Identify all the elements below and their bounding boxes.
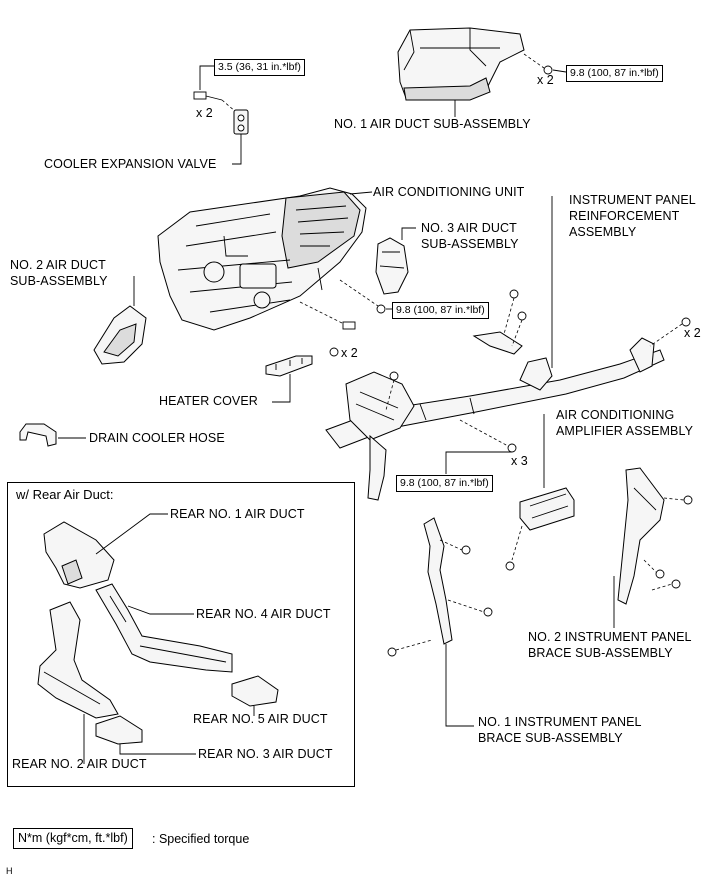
air-conditioning-unit-part	[157, 187, 367, 331]
rear-no5-duct-label: REAR NO. 5 AIR DUCT	[193, 712, 328, 726]
no1-brace-bolt-2	[483, 607, 493, 617]
ac-unit-leader	[349, 191, 373, 195]
no2-air-duct-part	[93, 305, 147, 365]
no1-air-duct-label: NO. 1 AIR DUCT SUB-ASSEMBLY	[334, 117, 531, 131]
torque-reinforcement: 9.8 (100, 87 in.*lbf)	[396, 475, 493, 492]
reinforcement-bolt-3	[681, 317, 691, 327]
no2-brace-bolt-3	[671, 579, 681, 589]
torque-no1-duct: 9.8 (100, 87 in.*lbf)	[566, 65, 663, 82]
no2-ip-brace-part	[617, 467, 665, 605]
no1-ip-brace-part	[423, 517, 453, 645]
qty-duct-bolts: x 2	[537, 73, 554, 87]
expansion-valve-part	[233, 109, 249, 135]
no2-air-duct-label-1: NO. 2 AIR DUCT	[10, 258, 106, 272]
reinforcement-bolt-4	[389, 371, 399, 381]
heater-cover-label: HEATER COVER	[159, 394, 258, 408]
ip-reinforcement-part	[325, 331, 665, 501]
qty-heater-clips: x 2	[341, 346, 358, 360]
ac-amplifier-label-2: AMPLIFIER ASSEMBLY	[556, 424, 694, 438]
drain-cooler-hose-part	[19, 423, 57, 447]
cooler-expansion-valve-label: COOLER EXPANSION VALVE	[44, 157, 217, 171]
no1-brace-bolt-3	[387, 647, 397, 657]
ac-amplifier-label-1: AIR CONDITIONING	[556, 408, 675, 422]
drain-cooler-hose-label: DRAIN COOLER HOSE	[89, 431, 225, 445]
legend-torque-box: N*m (kgf*cm, ft.*lbf)	[13, 828, 133, 849]
rear-no2-duct-part	[37, 601, 119, 719]
no3-air-duct-part	[375, 237, 409, 295]
no3-air-duct-label-1: NO. 3 AIR DUCT	[421, 221, 517, 235]
no3-duct-leader	[401, 227, 416, 240]
ac-unit-bolt-1	[376, 304, 386, 314]
no1-ip-brace-label-1: NO. 1 INSTRUMENT PANEL	[478, 715, 642, 729]
no1-air-duct-part	[397, 27, 525, 101]
no1-brace-bolt-1	[461, 545, 471, 555]
no2-brace-bolt-1	[683, 495, 693, 505]
rear-no4-duct-part	[95, 583, 233, 673]
rear-no3-duct-part	[95, 715, 143, 745]
inset-title: w/ Rear Air Duct:	[16, 487, 114, 502]
rear-no1-duct-part	[43, 521, 115, 589]
ip-reinforcement-label-3: ASSEMBLY	[569, 225, 637, 239]
ip-reinforcement-label-2: REINFORCEMENT	[569, 209, 680, 223]
corner-code: H	[6, 866, 13, 876]
no2-brace-bolt-2	[655, 569, 665, 579]
rear-no3-duct-label: REAR NO. 3 AIR DUCT	[198, 747, 333, 761]
rear-air-duct-inset	[7, 482, 355, 787]
rear-no1-duct-label: REAR NO. 1 AIR DUCT	[170, 507, 305, 521]
qty-right-bolts: x 2	[684, 326, 701, 340]
amplifier-bolt	[505, 561, 515, 571]
torque-expansion-valve: 3.5 (36, 31 in.*lbf)	[214, 59, 305, 76]
expansion-valve-bolt	[193, 91, 223, 101]
no3-air-duct-label-2: SUB-ASSEMBLY	[421, 237, 519, 251]
rear-no5-duct-part	[231, 675, 279, 707]
reinforcement-bolt-1	[509, 289, 519, 299]
ac-amplifier-part	[519, 487, 575, 531]
legend-torque-text: : Specified torque	[152, 832, 250, 846]
no2-air-duct-label-2: SUB-ASSEMBLY	[10, 274, 108, 288]
ac-unit-bolt-2	[342, 321, 356, 330]
rear-no4-duct-label: REAR NO. 4 AIR DUCT	[196, 607, 331, 621]
heater-clip	[329, 347, 339, 357]
reinforcement-bolt-2	[517, 311, 527, 321]
air-conditioning-unit-label: AIR CONDITIONING UNIT	[373, 185, 525, 199]
rear-no2-duct-label: REAR NO. 2 AIR DUCT	[12, 757, 147, 771]
no1-ip-brace-label-2: BRACE SUB-ASSEMBLY	[478, 731, 623, 745]
qty-valve-bolts: x 2	[196, 106, 213, 120]
torque-ac-unit: 9.8 (100, 87 in.*lbf)	[392, 302, 489, 319]
heater-cover-part	[265, 355, 313, 377]
qty-reinforcement-bolts: x 3	[511, 454, 528, 468]
ip-reinforcement-label-1: INSTRUMENT PANEL	[569, 193, 696, 207]
no1-duct-bolt	[543, 65, 553, 75]
reinforcement-bolt-5	[507, 443, 517, 453]
no2-ip-brace-label-1: NO. 2 INSTRUMENT PANEL	[528, 630, 692, 644]
no2-ip-brace-label-2: BRACE SUB-ASSEMBLY	[528, 646, 673, 660]
